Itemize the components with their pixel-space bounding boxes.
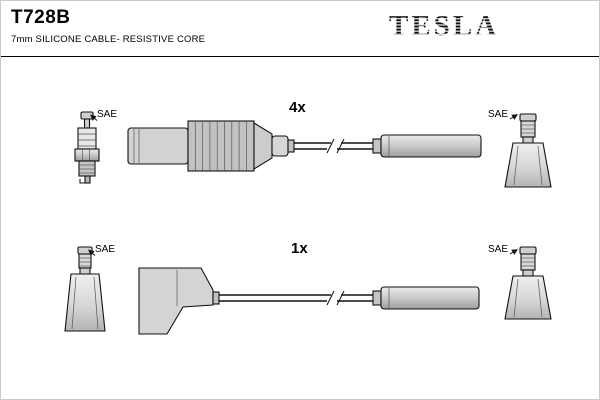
leader-arrow [509, 249, 518, 255]
leader-arrow [509, 114, 518, 120]
sae-terminal-boot-row2-right [504, 246, 552, 320]
sae-label-row1-right: SAE [488, 109, 508, 120]
header-divider [1, 56, 599, 57]
product-subtitle: 7mm SILICONE CABLE- RESISTIVE CORE [11, 34, 206, 45]
sae-label-row2-right: SAE [488, 244, 508, 255]
brand-text: TESLA [389, 10, 499, 42]
cable-break-mark [326, 290, 345, 306]
ignition-cable-angled [138, 267, 480, 335]
kit-row-angled-cable: SAE 1x [64, 240, 552, 335]
ignition-cable-straight [127, 120, 482, 172]
leader-arrow [88, 249, 96, 256]
leader-arrow [90, 114, 98, 121]
kit-row-straight-cable: SAE [74, 99, 552, 188]
tesla-logo: TESLA [389, 10, 499, 42]
sae-terminal-boot-row2-left [64, 246, 106, 332]
sae-label-row1-left: SAE [97, 109, 117, 120]
part-number: T728B [11, 7, 71, 28]
quantity-label-row2: 1x [291, 240, 308, 257]
cable-break-mark [326, 138, 345, 154]
sae-label-row2-left: SAE [95, 244, 115, 255]
sae-terminal-boot-row1 [504, 113, 552, 188]
quantity-label-row1: 4x [289, 99, 306, 116]
spark-plug-icon [74, 111, 100, 184]
